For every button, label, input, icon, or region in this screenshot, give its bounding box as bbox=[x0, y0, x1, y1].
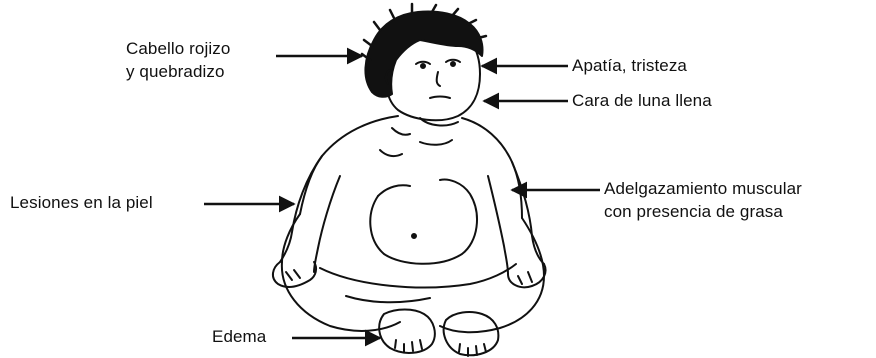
torso-left bbox=[300, 116, 398, 214]
label-moon-face: Cara de luna llena bbox=[572, 89, 712, 112]
label-apathy: Apatía, tristeza bbox=[572, 54, 687, 77]
navel bbox=[412, 234, 416, 238]
left-arm-inner bbox=[314, 176, 340, 272]
left-toes bbox=[395, 340, 422, 352]
belly-fold bbox=[378, 185, 410, 196]
torso-right bbox=[462, 118, 522, 218]
label-skin-lesions: Lesiones en la piel bbox=[10, 191, 153, 214]
label-edema: Edema bbox=[212, 325, 266, 348]
nose bbox=[437, 72, 440, 86]
label-muscle-line-1: Adelgazamiento muscular bbox=[604, 177, 802, 200]
mouth bbox=[430, 97, 450, 99]
left-foot bbox=[379, 310, 435, 353]
right-arm-inner bbox=[488, 176, 508, 274]
label-muscle-line-2: con presencia de grasa bbox=[604, 200, 802, 223]
inner-thigh bbox=[346, 296, 430, 302]
label-hair-line-2: y quebradizo bbox=[126, 60, 230, 83]
hair bbox=[365, 12, 482, 97]
label-hair: Cabello rojizo y quebradizo bbox=[126, 37, 230, 83]
label-muscle: Adelgazamiento muscular con presencia de… bbox=[604, 177, 802, 223]
left-pupil bbox=[421, 64, 425, 68]
right-foot bbox=[444, 312, 499, 355]
left-leg bbox=[282, 214, 400, 331]
lap-fold bbox=[320, 264, 516, 287]
label-hair-line-1: Cabello rojizo bbox=[126, 37, 230, 60]
collar-folds bbox=[380, 128, 452, 156]
right-hand bbox=[508, 264, 546, 287]
belly bbox=[370, 180, 477, 264]
left-hand bbox=[273, 262, 316, 287]
right-pupil bbox=[451, 62, 455, 66]
